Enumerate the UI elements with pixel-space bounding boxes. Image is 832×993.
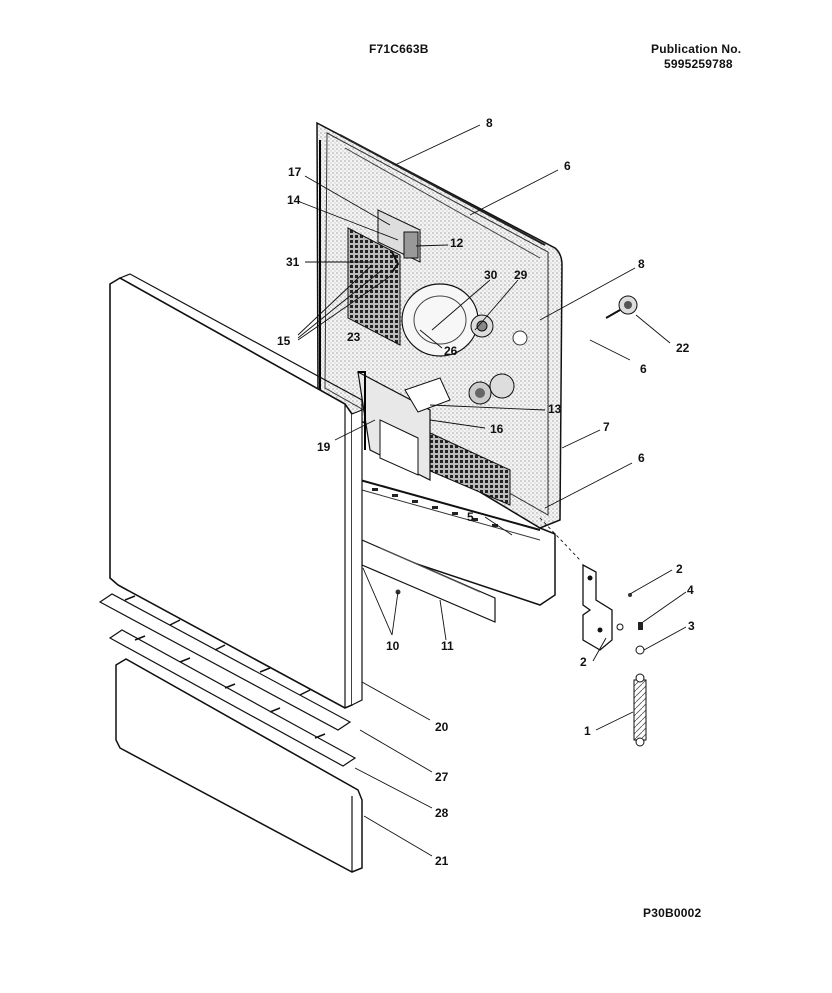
callout-1: 1	[584, 724, 591, 738]
model-number: F71C663B	[369, 42, 429, 56]
callout-16: 16	[490, 422, 504, 436]
callout-3: 3	[688, 619, 695, 633]
callout-12: 12	[450, 236, 464, 250]
callout-10: 10	[386, 639, 400, 653]
callout-21: 21	[435, 854, 449, 868]
kick-panel-21	[115, 658, 363, 873]
callout-22: 22	[676, 341, 690, 355]
callout-31: 31	[286, 255, 300, 269]
callout-6-mid: 6	[640, 362, 647, 376]
trim-strip-28	[108, 629, 357, 767]
hinge-spring	[633, 673, 647, 747]
callout-6-top: 6	[564, 159, 571, 173]
callout-19: 19	[317, 440, 331, 454]
callout-labels: 8 6 17 14 12 31 30 29 8 15 23 26 22 6 13…	[277, 116, 695, 868]
callout-8-right: 8	[638, 257, 645, 271]
callout-30: 30	[484, 268, 498, 282]
door-hinge-assembly	[582, 563, 645, 655]
callout-11: 11	[441, 639, 454, 653]
figure-code: P30B0002	[643, 906, 702, 920]
leader-lines	[297, 124, 687, 857]
publication-number: 5995259788	[664, 57, 733, 71]
callout-27: 27	[435, 770, 449, 784]
outer-door-panel	[109, 273, 363, 709]
callout-20: 20	[435, 720, 449, 734]
callout-8-top: 8	[486, 116, 493, 130]
callout-23: 23	[347, 330, 361, 344]
callout-28: 28	[435, 806, 449, 820]
callout-17: 17	[288, 165, 302, 179]
trim-strip-27	[98, 593, 352, 731]
publication-label: Publication No.	[651, 42, 742, 56]
callout-26: 26	[444, 344, 458, 358]
callout-2-lower: 2	[580, 655, 587, 669]
callout-4: 4	[687, 583, 694, 597]
part-22-knob	[605, 295, 638, 319]
inner-door-panel	[316, 121, 563, 623]
callout-15: 15	[277, 334, 291, 348]
callout-2-upper: 2	[676, 562, 683, 576]
callout-13: 13	[548, 402, 562, 416]
callout-5: 5	[467, 510, 474, 524]
callout-7: 7	[603, 420, 610, 434]
callout-29: 29	[514, 268, 528, 282]
callout-6-low: 6	[638, 451, 645, 465]
callout-14: 14	[287, 193, 301, 207]
